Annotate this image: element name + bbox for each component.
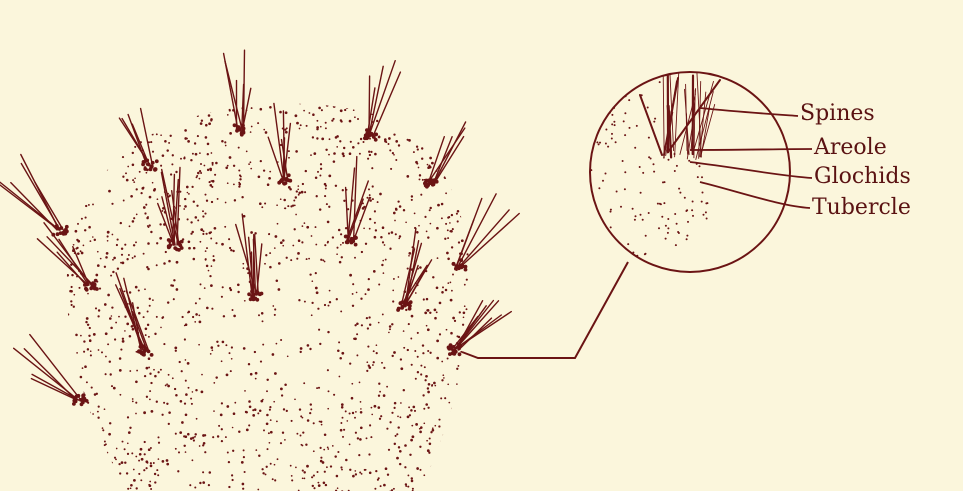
label-areole: Areole — [814, 137, 887, 159]
leader-spines — [700, 108, 798, 116]
pad-spine-clusters — [0, 50, 519, 405]
leader-glochids — [690, 162, 812, 178]
leader-areole — [690, 149, 812, 150]
magnified-spines — [640, 68, 720, 160]
connector-line — [462, 262, 628, 358]
label-glochids: Glochids — [814, 166, 911, 188]
label-spines: Spines — [800, 103, 875, 125]
magnified-tubercle — [590, 75, 709, 272]
leader-tubercle — [700, 182, 810, 208]
label-tubercle: Tubercle — [812, 197, 911, 219]
